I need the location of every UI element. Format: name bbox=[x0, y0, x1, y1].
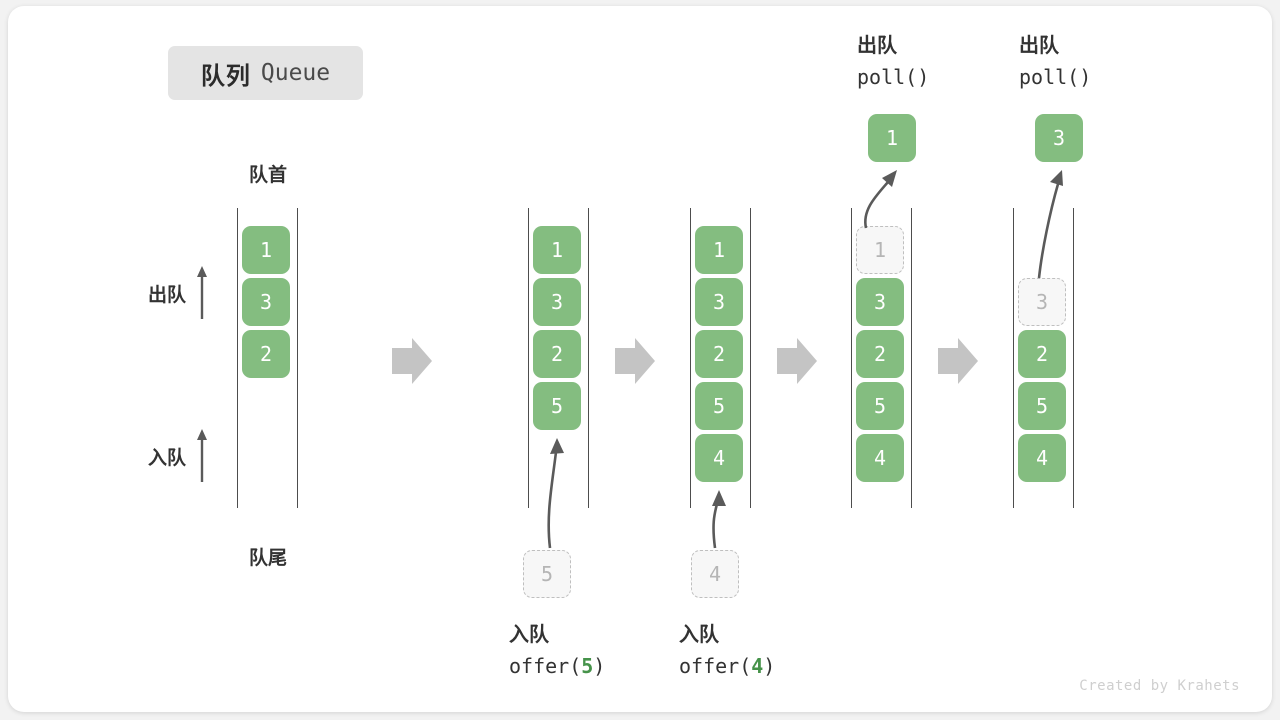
queue-rail-left bbox=[1013, 208, 1014, 508]
code-suffix: ) bbox=[1079, 65, 1092, 89]
operation-code-label: offer(4) bbox=[679, 650, 775, 682]
operation-caption-offer-4: 入队 offer(4) bbox=[679, 620, 775, 682]
queue-item: 2 bbox=[242, 330, 290, 378]
queue-item: 2 bbox=[1018, 330, 1066, 378]
queue-item-removed: 1 bbox=[856, 226, 904, 274]
code-prefix: offer( bbox=[679, 654, 752, 678]
queue-item: 4 bbox=[856, 434, 904, 482]
title-en: Queue bbox=[260, 60, 331, 86]
code-suffix: ) bbox=[763, 654, 776, 678]
queue-slots: 1 3 2 5 bbox=[533, 226, 585, 434]
operation-caption-poll-1: 出队 poll() bbox=[857, 31, 929, 93]
popped-item-1: 1 bbox=[868, 114, 916, 162]
diagram-card bbox=[8, 6, 1272, 712]
operation-caption-poll-3: 出队 poll() bbox=[1019, 31, 1091, 93]
queue-slots: 1 3 2 bbox=[242, 226, 294, 382]
queue-tail-label: 队尾 bbox=[248, 548, 287, 569]
pending-enqueue-item-4: 4 bbox=[691, 550, 739, 598]
queue-slots: 1 3 2 5 4 bbox=[695, 226, 747, 486]
queue-item: 4 bbox=[1018, 434, 1066, 482]
queue-rail-left bbox=[237, 208, 238, 508]
queue-column-after-poll-3: 3 2 5 4 bbox=[1013, 208, 1075, 508]
queue-item: 5 bbox=[695, 382, 743, 430]
queue-item: 5 bbox=[1018, 382, 1066, 430]
queue-rail-right bbox=[1073, 208, 1075, 508]
code-prefix: offer( bbox=[509, 654, 582, 678]
queue-rail-left bbox=[690, 208, 691, 508]
title-cn: 队列 bbox=[200, 62, 251, 90]
enqueue-direction-text: 入队 bbox=[148, 447, 187, 469]
popped-item-3: 3 bbox=[1035, 114, 1083, 162]
enqueue-direction-label: 入队 bbox=[148, 428, 209, 484]
operation-code-label: offer(5) bbox=[509, 650, 605, 682]
operation-caption-offer-5: 入队 offer(5) bbox=[509, 620, 605, 682]
queue-rail-right bbox=[297, 208, 299, 508]
queue-column-after-offer-4: 1 3 2 5 4 bbox=[690, 208, 752, 508]
diagram-title-badge: 队列 Queue bbox=[168, 46, 363, 100]
queue-column-initial: 1 3 2 bbox=[237, 208, 299, 508]
queue-item: 2 bbox=[856, 330, 904, 378]
queue-item: 2 bbox=[533, 330, 581, 378]
dequeue-direction-text: 出队 bbox=[148, 284, 187, 306]
code-prefix: poll( bbox=[857, 65, 918, 89]
queue-item: 3 bbox=[856, 278, 904, 326]
operation-cn-label: 入队 bbox=[679, 624, 719, 646]
dequeue-direction-label: 出队 bbox=[148, 265, 209, 321]
queue-rail-right bbox=[911, 208, 913, 508]
queue-item: 3 bbox=[533, 278, 581, 326]
enqueue-arrow-icon bbox=[197, 429, 208, 482]
watermark: Created by Krahets bbox=[1079, 678, 1240, 694]
queue-head-label: 队首 bbox=[248, 165, 287, 186]
queue-item: 5 bbox=[533, 382, 581, 430]
queue-item: 1 bbox=[695, 226, 743, 274]
operation-cn-label: 入队 bbox=[509, 624, 549, 646]
pending-enqueue-item-5: 5 bbox=[523, 550, 571, 598]
queue-item: 5 bbox=[856, 382, 904, 430]
queue-item: 3 bbox=[242, 278, 290, 326]
queue-slots: 3 2 5 4 bbox=[1018, 226, 1070, 486]
queue-item: 3 bbox=[695, 278, 743, 326]
code-suffix: ) bbox=[917, 65, 930, 89]
queue-rail-right bbox=[588, 208, 590, 508]
queue-item: 2 bbox=[695, 330, 743, 378]
queue-rail-left bbox=[851, 208, 852, 508]
code-arg: 5 bbox=[581, 654, 594, 678]
operation-cn-label: 出队 bbox=[1019, 35, 1059, 57]
operation-cn-label: 出队 bbox=[857, 35, 897, 57]
code-arg: 4 bbox=[751, 654, 764, 678]
operation-code-label: poll() bbox=[857, 61, 929, 93]
queue-item-removed: 3 bbox=[1018, 278, 1066, 326]
dequeue-arrow-icon bbox=[197, 266, 208, 319]
queue-slots: 1 3 2 5 4 bbox=[856, 226, 908, 486]
operation-code-label: poll() bbox=[1019, 61, 1091, 93]
queue-column-after-poll-1: 1 3 2 5 4 bbox=[851, 208, 913, 508]
code-suffix: ) bbox=[593, 654, 606, 678]
queue-rail-right bbox=[750, 208, 752, 508]
queue-column-after-offer-5: 1 3 2 5 bbox=[528, 208, 590, 508]
queue-item: 1 bbox=[242, 226, 290, 274]
code-prefix: poll( bbox=[1019, 65, 1080, 89]
queue-item: 1 bbox=[533, 226, 581, 274]
queue-rail-left bbox=[528, 208, 529, 508]
queue-item: 4 bbox=[695, 434, 743, 482]
